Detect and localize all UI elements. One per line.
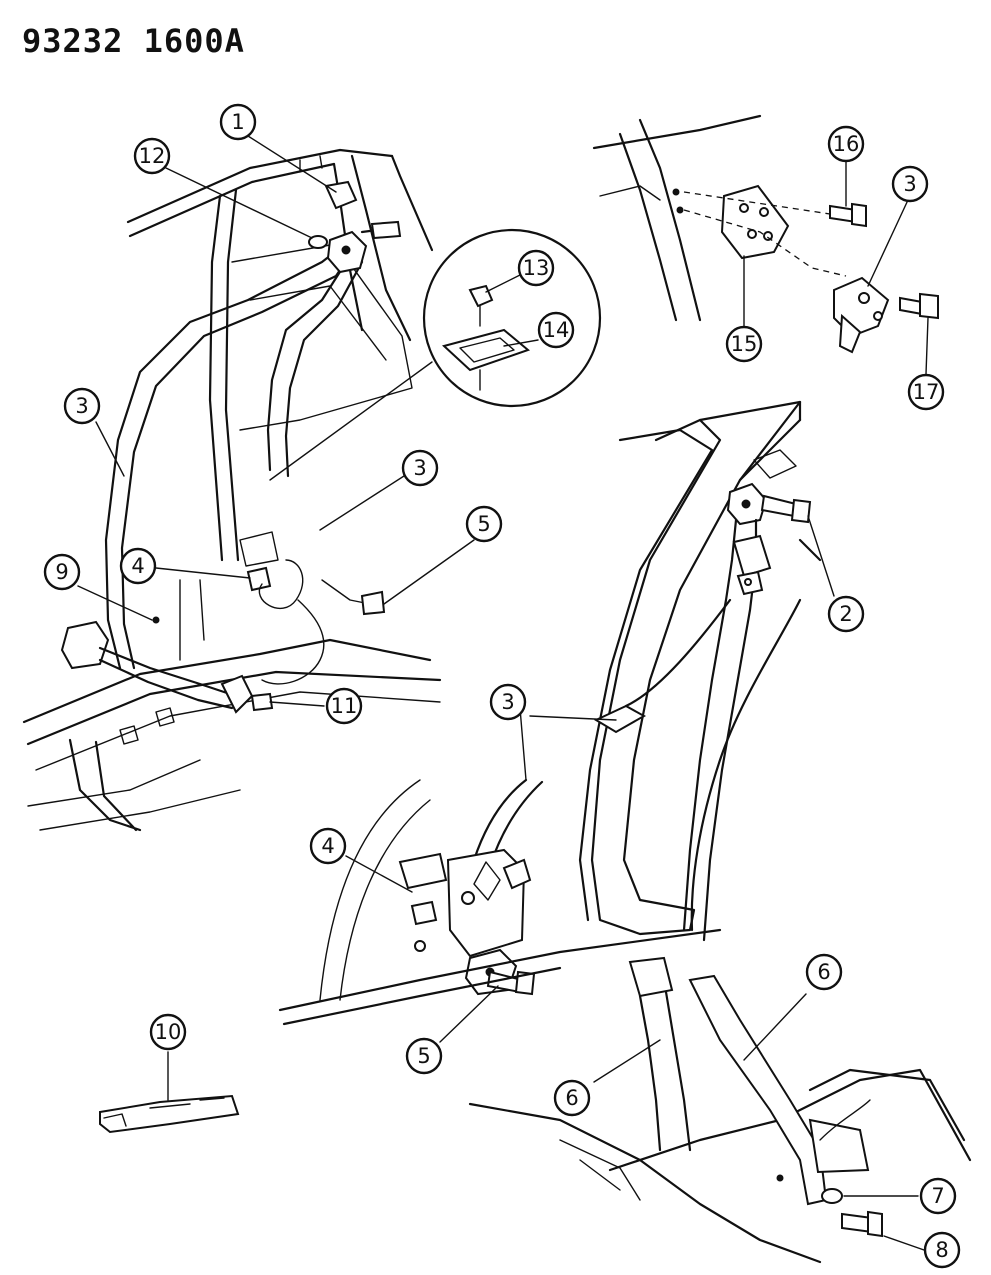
- upper-anchor-exploded: [592, 114, 939, 354]
- callout-9-label: 9: [55, 560, 68, 584]
- callout-3-left-label: 3: [75, 394, 88, 418]
- callout-4-lower-label: 4: [321, 834, 334, 858]
- callout-4-left-label: 4: [131, 554, 144, 578]
- callout-10: 10: [149, 1013, 187, 1051]
- callout-2: 2: [827, 595, 865, 633]
- callout-3-left: 3: [63, 387, 101, 425]
- callout-4-left: 4: [119, 547, 157, 585]
- callout-4-lower: 4: [309, 827, 347, 865]
- callout-13: 13: [517, 249, 555, 287]
- callout-1-label: 1: [231, 110, 244, 134]
- left-upper-assembly: [22, 148, 442, 832]
- buckle-strap-part: [99, 1094, 240, 1134]
- callout-11: 11: [325, 687, 363, 725]
- callout-12: 12: [133, 137, 171, 175]
- callout-3-middle-label: 3: [413, 456, 426, 480]
- callout-3-lower-label: 3: [501, 690, 514, 714]
- callout-17: 17: [907, 373, 945, 411]
- lower-buckle-assembly: [468, 956, 972, 1264]
- callout-3-lower: 3: [489, 683, 527, 721]
- callout-16: 16: [827, 125, 865, 163]
- callout-8-label: 8: [935, 1238, 948, 1262]
- callout-7-label: 7: [931, 1184, 944, 1208]
- callout-16-label: 16: [833, 132, 860, 156]
- callout-6-right-label: 6: [817, 960, 830, 984]
- callout-11-label: 11: [331, 694, 358, 718]
- callout-5-top: 5: [465, 505, 503, 543]
- callout-14: 14: [537, 311, 575, 349]
- detail-zoom-circle: [269, 228, 602, 481]
- callout-8: 8: [923, 1231, 961, 1269]
- callout-9: 9: [43, 553, 81, 591]
- diagram-code: 93232 1600A: [22, 22, 245, 60]
- callout-2-label: 2: [839, 602, 852, 626]
- callout-6-left: 6: [553, 1079, 591, 1117]
- callout-7: 7: [919, 1177, 957, 1215]
- callout-3-top-right-label: 3: [903, 172, 916, 196]
- callout-12-label: 12: [139, 144, 166, 168]
- callout-3-top-right: 3: [891, 165, 929, 203]
- callout-5-top-label: 5: [477, 512, 490, 536]
- callout-6-right: 6: [805, 953, 843, 991]
- callout-15-label: 15: [731, 332, 758, 356]
- callout-3-middle: 3: [401, 449, 439, 487]
- callout-5-lower: 5: [405, 1037, 443, 1075]
- leader-lines: [77, 135, 929, 1251]
- callout-14-label: 14: [543, 318, 570, 342]
- callout-1: 1: [219, 103, 257, 141]
- callout-6-left-label: 6: [565, 1086, 578, 1110]
- callout-13-label: 13: [523, 256, 550, 280]
- right-pillar-assembly: [278, 400, 822, 1026]
- callout-10-label: 10: [155, 1020, 182, 1044]
- callout-17-label: 17: [913, 380, 940, 404]
- callout-5-lower-label: 5: [417, 1044, 430, 1068]
- callout-15: 15: [725, 325, 763, 363]
